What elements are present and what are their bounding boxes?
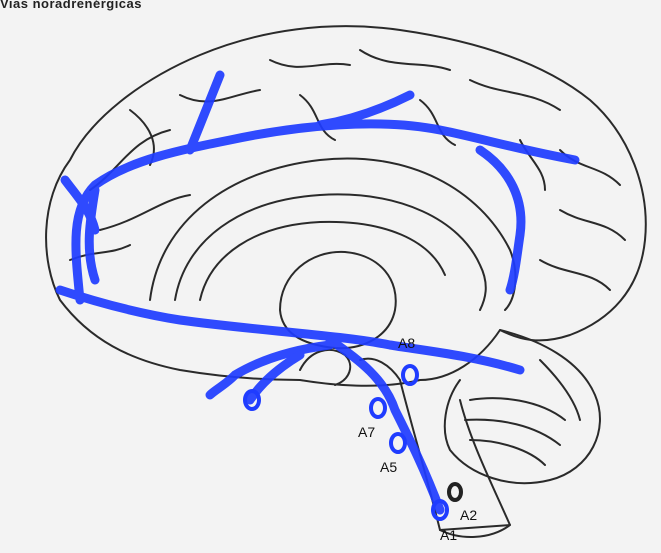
cerebrum-outline (46, 26, 646, 386)
pathway-posterior-arc (480, 150, 521, 290)
label-a8: A8 (398, 335, 415, 351)
nucleus-a2 (449, 484, 461, 500)
nucleus-a5 (391, 434, 405, 452)
brain-outline (46, 26, 646, 537)
pathway-frontal-loop (76, 124, 575, 300)
label-a1: A1 (440, 527, 457, 543)
pathway-anterior-descent (89, 190, 95, 280)
label-a2: A2 (460, 507, 477, 523)
label-a5: A5 (380, 459, 397, 475)
label-a7: A7 (358, 424, 375, 440)
pathway-basal-branch (210, 345, 330, 395)
noradrenergic-pathways (60, 75, 575, 510)
nucleus-a7 (371, 399, 385, 417)
noradrenergic-nuclei (245, 366, 461, 519)
